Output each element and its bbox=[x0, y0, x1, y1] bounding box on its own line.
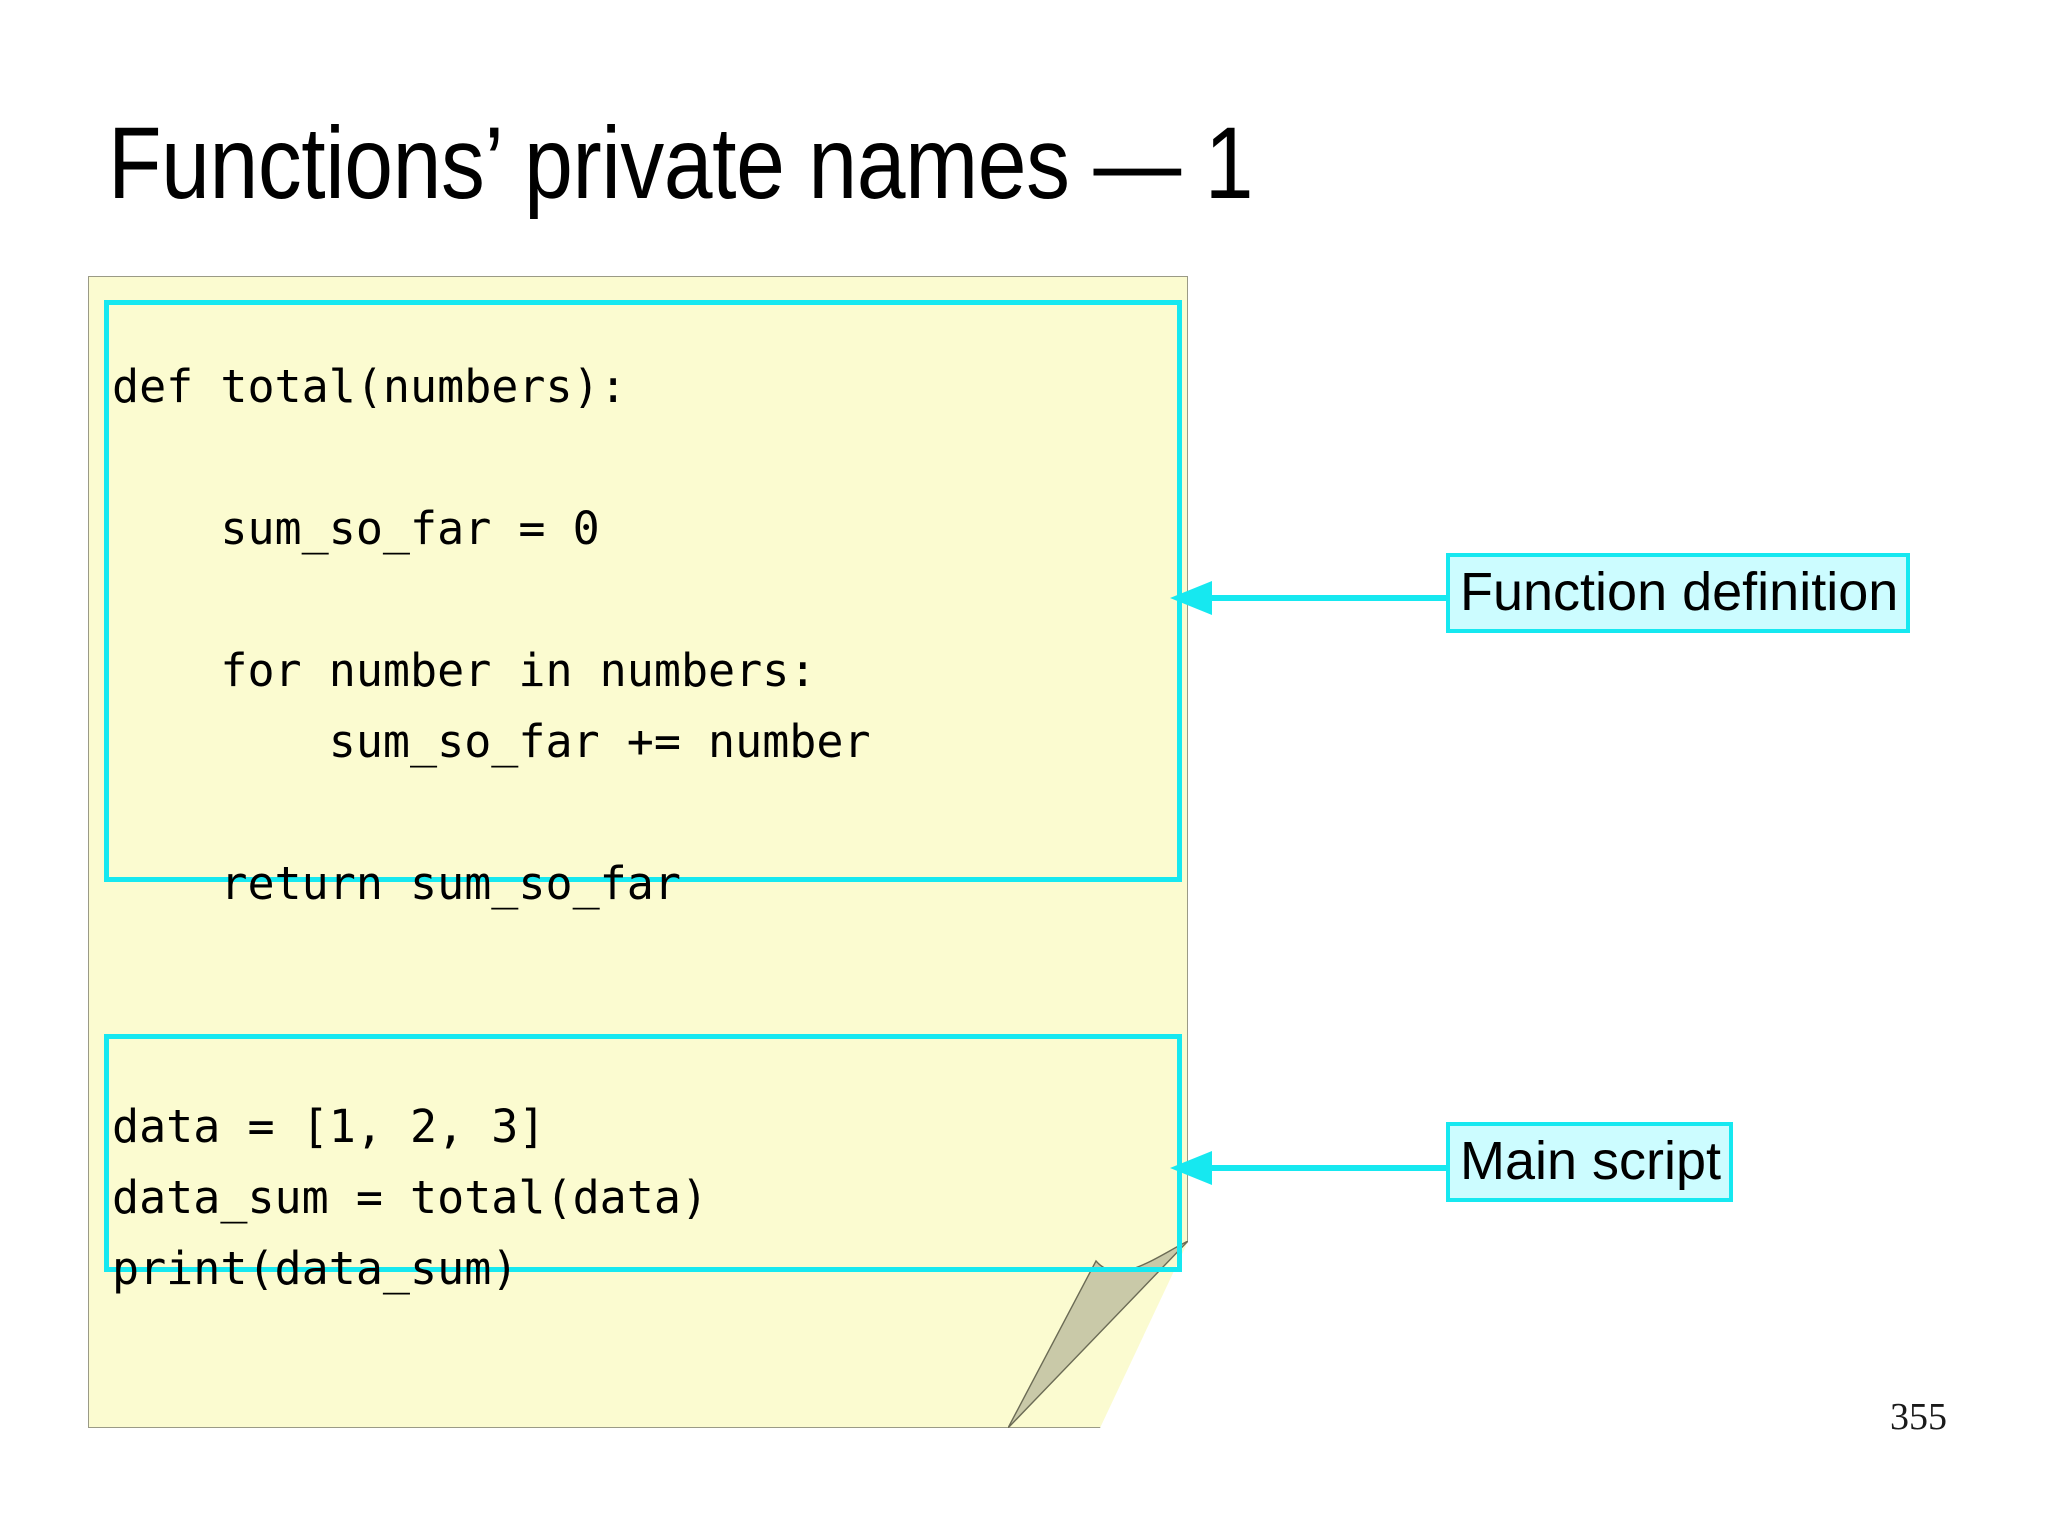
callout-function-definition: Function definition bbox=[1446, 553, 1911, 633]
note-page-sheet bbox=[88, 276, 1188, 1428]
code-text-main-script: data = [1, 2, 3] data_sum = total(data) … bbox=[112, 1100, 709, 1295]
page-title: Functions’ private names — 1 bbox=[108, 106, 1254, 220]
page-number: 355 bbox=[1890, 1396, 1947, 1438]
code-text-function-definition: def total(numbers): sum_so_far = 0 for n… bbox=[112, 360, 871, 910]
callout-main-script: Main script bbox=[1446, 1122, 1734, 1202]
